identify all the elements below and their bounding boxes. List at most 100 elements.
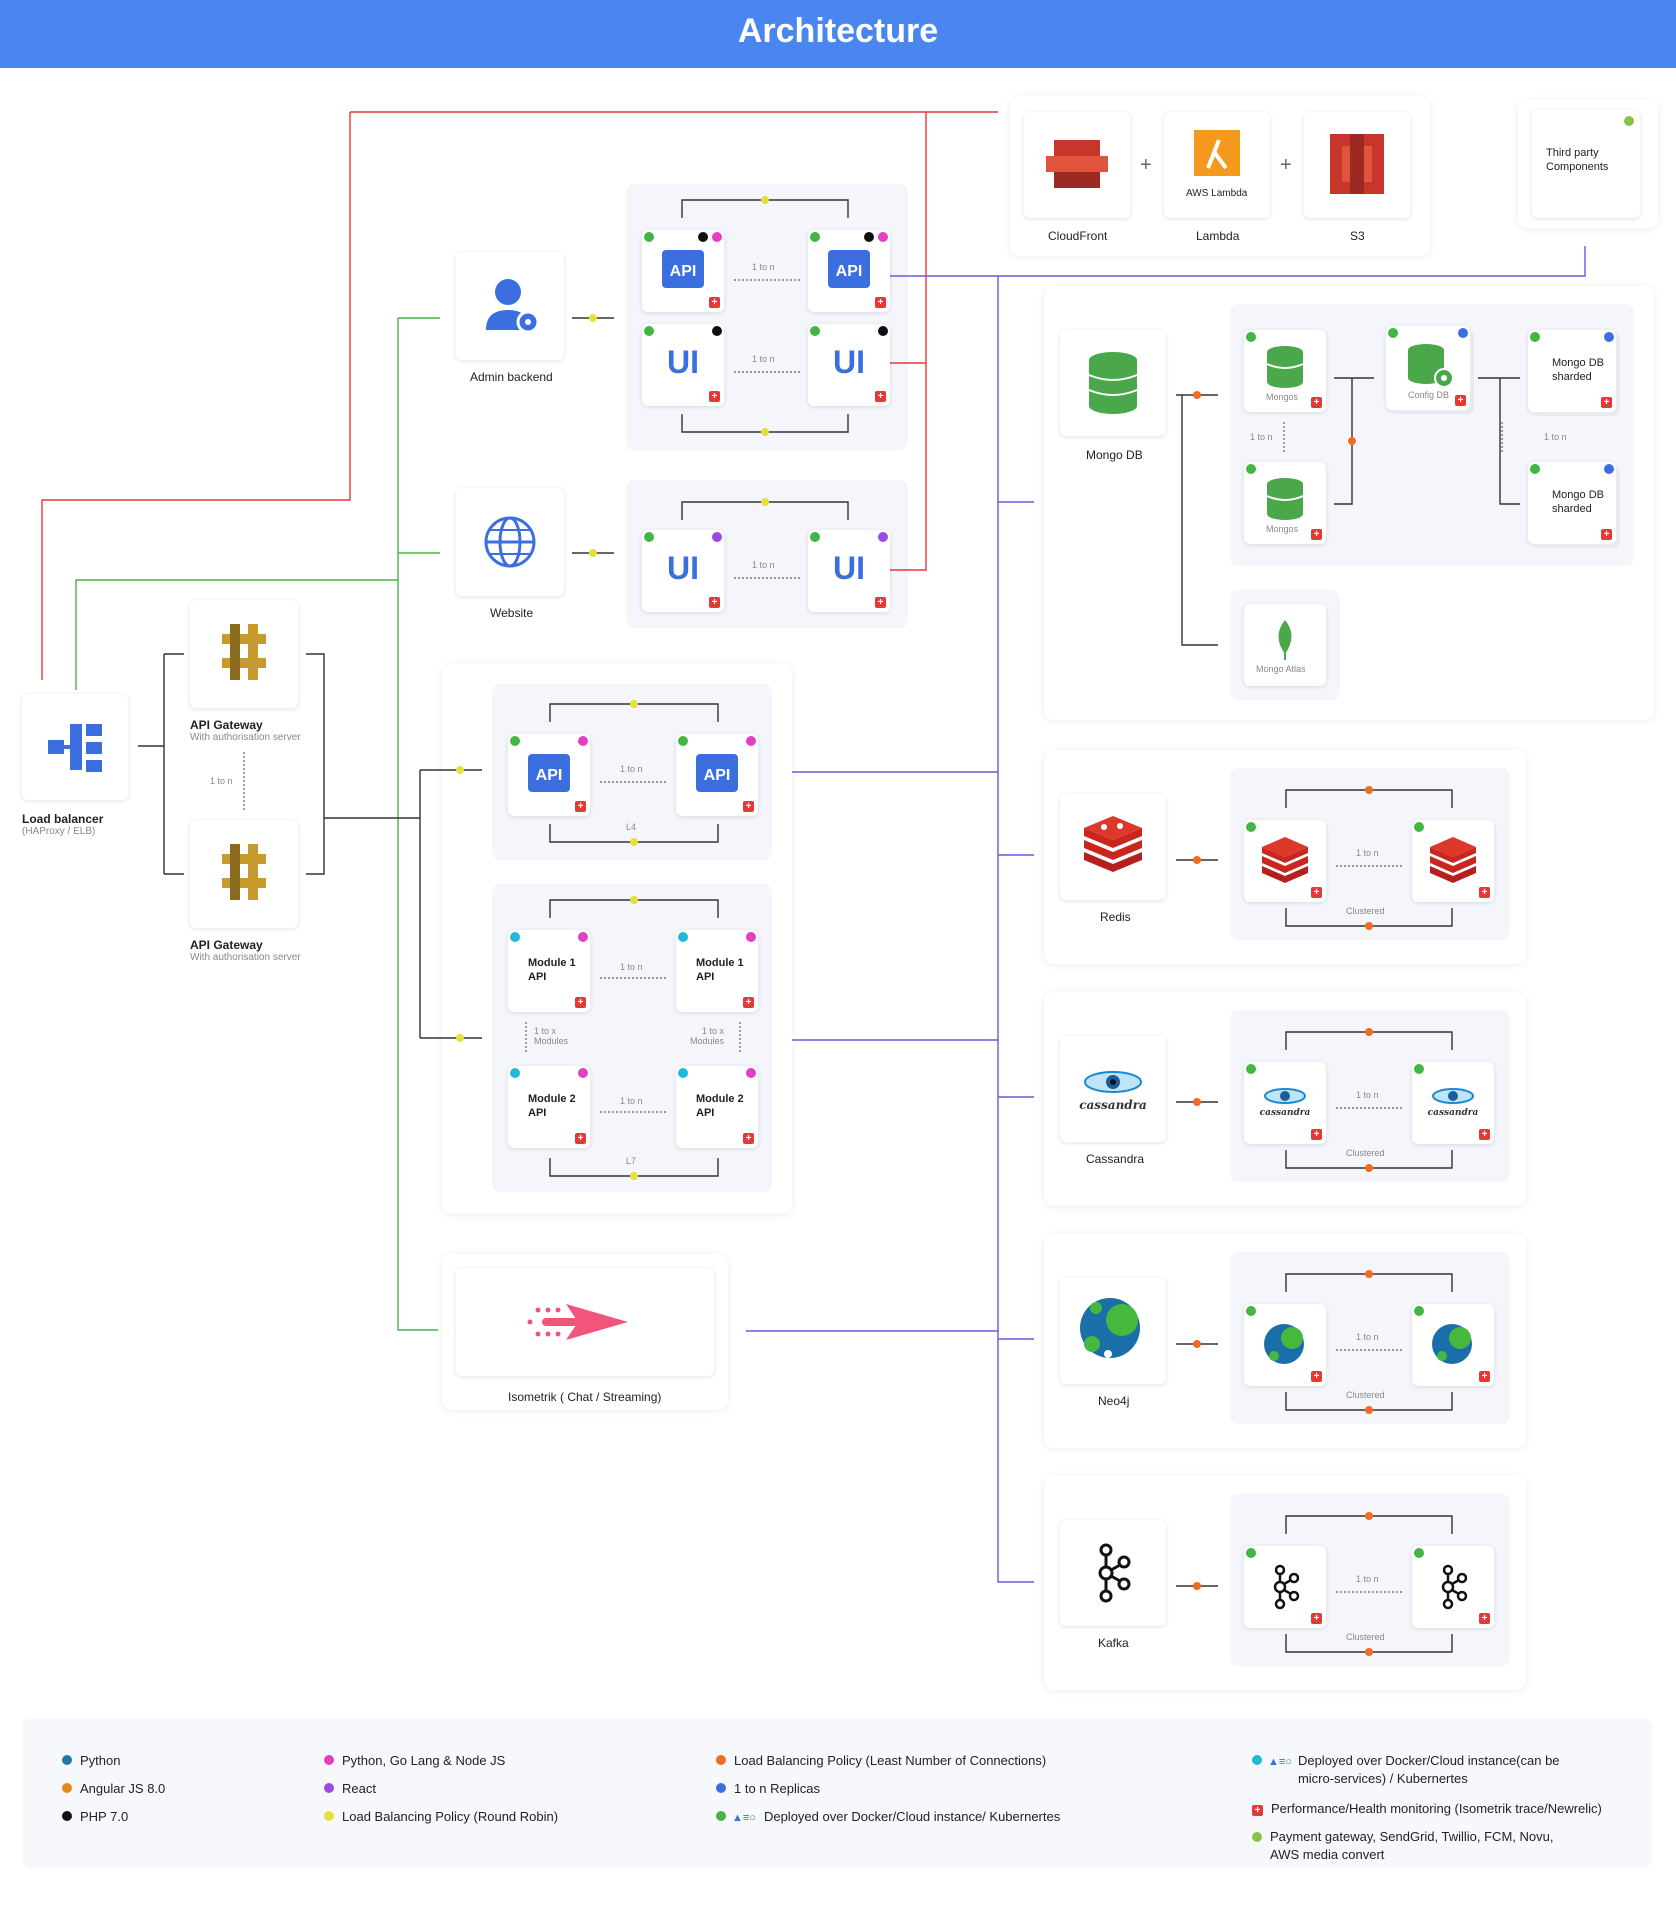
green-dot-icon (1246, 822, 1256, 832)
load-balancer-sublabel: (HAProxy / ELB) (22, 826, 96, 837)
magenta-dot-icon (324, 1755, 334, 1765)
kafka-icon (1441, 1564, 1468, 1610)
green-dot-icon (1414, 1064, 1424, 1074)
cassandra-node-card-1: cassandra + (1244, 1062, 1326, 1144)
module2-api-card-2: Module 2 API + (676, 1066, 758, 1148)
one-to-n-label: 1 to n (620, 1096, 643, 1106)
green-dot-icon (1246, 1548, 1256, 1558)
neo4j-label: Neo4j (1098, 1394, 1130, 1408)
legend-item-round-robin: Load Balancing Policy (Round Robin) (324, 1790, 558, 1826)
l4-api-card-2: API + (676, 734, 758, 816)
yellow-dot-icon (324, 1811, 334, 1821)
monitoring-icon: + (709, 597, 720, 608)
api-icon: API (528, 754, 570, 792)
legend-item-python-go-node: Python, Go Lang & Node JS (324, 1734, 505, 1770)
website-card (456, 488, 564, 596)
one-to-n-label: 1 to n (1356, 1574, 1379, 1584)
leaf-icon (1278, 620, 1292, 660)
cassandra-logo-text: cassandra (1427, 1108, 1479, 1118)
monitoring-icon: + (1455, 395, 1466, 406)
clustered-label: Clustered (1346, 1632, 1385, 1642)
black-dot-icon (62, 1811, 72, 1821)
black-dot-icon (712, 326, 722, 336)
docker-icon: ▲≡○ (1268, 1756, 1292, 1768)
aws-lambda-label: AWS Lambda (1186, 188, 1248, 199)
s3-label: S3 (1350, 229, 1365, 243)
neo4j-card (1060, 1278, 1166, 1384)
neo4j-graph-icon (1432, 1324, 1472, 1364)
monitoring-icon: + (1479, 1371, 1490, 1382)
black-dot-icon (864, 232, 874, 242)
neo4j-node-card-2: + (1412, 1304, 1494, 1386)
admin-ui-card-1: UI + (642, 324, 724, 406)
monitoring-icon: + (1601, 529, 1612, 540)
mongo-sharded-label: Mongo DB sharded (1552, 489, 1604, 515)
legend-item-python: Python (62, 1734, 120, 1770)
blue-dot-icon (1604, 464, 1614, 474)
monitoring-icon: + (1252, 1805, 1263, 1816)
cyan-dot-icon (510, 932, 520, 942)
orange-dot-icon (716, 1755, 726, 1765)
mongo-atlas-card: Mongo Atlas (1244, 604, 1326, 686)
ui-icon: UI (833, 344, 865, 380)
config-db-card: Config DB + (1386, 326, 1470, 410)
plus-sign-1: + (1140, 154, 1152, 176)
module1-api-card-1: Module 1 API + (508, 930, 590, 1012)
kafka-label: Kafka (1098, 1636, 1129, 1650)
mongo-sharded-card-1: Mongo DB sharded + (1528, 330, 1616, 412)
globe-icon (484, 516, 536, 568)
redis-node-card-2: + (1412, 820, 1494, 902)
clustered-label: Clustered (1346, 1390, 1385, 1400)
mongo-sharded-card-2: Mongo DB sharded + (1528, 462, 1616, 544)
load-balancer-label: Load balancer (22, 812, 104, 826)
green-dot-icon (510, 736, 520, 746)
cassandra-eye-icon (1432, 1088, 1474, 1104)
one-to-n-label: 1 to n (752, 354, 775, 364)
legend-item-replicas: 1 to n Replicas (716, 1762, 820, 1798)
mongo-sharded-label: Mongo DB sharded (1552, 357, 1604, 383)
load-balancer-card (22, 694, 128, 800)
monitoring-icon: + (875, 297, 886, 308)
cyan-dot-icon (510, 1068, 520, 1078)
admin-backend-label: Admin backend (470, 370, 553, 384)
green-dot-icon (644, 232, 654, 242)
kafka-node-card-1: + (1244, 1546, 1326, 1628)
cassandra-card: cassandra (1060, 1036, 1166, 1142)
plus-sign-2: + (1280, 154, 1292, 176)
green-dot-icon (644, 532, 654, 542)
green-dot-icon (1530, 464, 1540, 474)
black-dot-icon (878, 326, 888, 336)
third-party-label: Third party Components (1546, 147, 1609, 173)
one-to-n-label: 1 to n (620, 764, 643, 774)
purple-dot-icon (878, 532, 888, 542)
monitoring-icon: + (1311, 397, 1322, 408)
website-label: Website (490, 606, 534, 620)
api-gateway-icon (222, 624, 266, 680)
one-to-x-label: 1 to x Modules (534, 1026, 569, 1046)
redis-card (1060, 794, 1166, 900)
one-to-n-label: 1 to n (1356, 848, 1379, 858)
cyan-dot-icon (1252, 1755, 1262, 1765)
third-party-card: Third party Components (1532, 110, 1640, 218)
orange-dot-icon (62, 1783, 72, 1793)
magenta-dot-icon (712, 232, 722, 242)
green-dot-icon (810, 532, 820, 542)
monitoring-icon: + (875, 391, 886, 402)
one-to-n-label: 1 to n (752, 262, 775, 272)
redis-icon (1430, 837, 1476, 883)
kafka-card (1060, 1520, 1166, 1626)
cloudfront-icon (1046, 140, 1108, 188)
redis-label: Redis (1100, 910, 1131, 924)
monitoring-icon: + (575, 801, 586, 812)
magenta-dot-icon (746, 932, 756, 942)
monitoring-icon: + (743, 997, 754, 1008)
api-gateway-label-1: API Gateway (190, 718, 263, 732)
monitoring-icon: + (1311, 887, 1322, 898)
module1-label: Module 1 API (696, 957, 744, 983)
cassandra-logo-text: cassandra (1079, 1098, 1147, 1112)
green-dot-icon (678, 736, 688, 746)
green-dot-icon (1246, 332, 1256, 342)
lambda-card: AWS Lambda (1164, 112, 1270, 218)
